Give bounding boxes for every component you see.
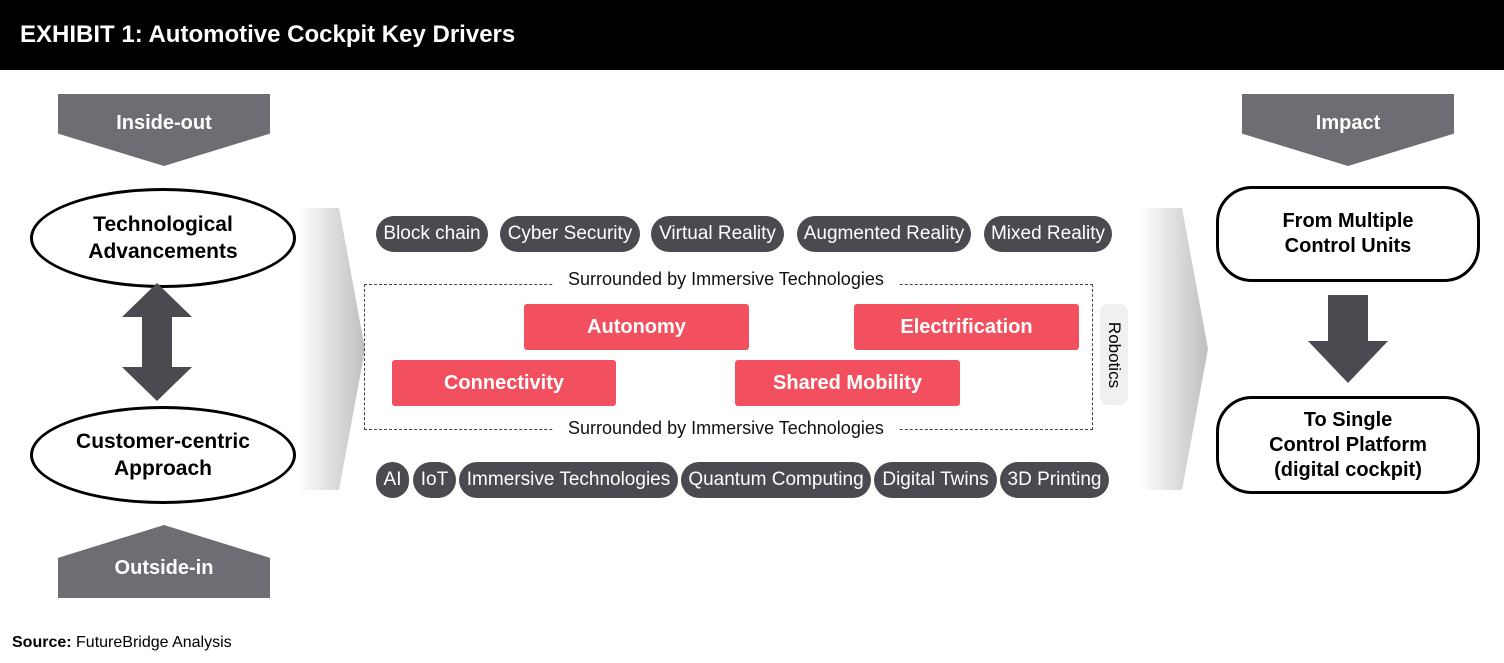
pill-augmented-reality: Augmented Reality [797,216,971,252]
pill-immersive-technologies: Immersive Technologies [459,462,678,498]
surround-label-top: Surrounded by Immersive Technologies [554,269,898,290]
to-box-line-1: To Single [1303,408,1393,431]
down-arrow-icon [1308,295,1388,383]
technological-advancements-ellipse: Technological Advancements [30,188,296,288]
from-multiple-control-units-box: From Multiple Control Units [1216,186,1480,282]
from-box-line-1: From Multiple [1282,210,1414,232]
source-note: Source: FutureBridge Analysis [12,634,232,652]
pill-iot: IoT [413,462,456,498]
pill-quantum-computing: Quantum Computing [681,462,871,498]
pill-ai: AI [376,462,409,498]
pill-digital-twins: Digital Twins [874,462,997,498]
impact-chevron: Impact [1242,94,1454,166]
ellipse-bottom-line-1: Customer-centric [76,430,250,453]
driver-autonomy: Autonomy [524,304,749,350]
impact-label: Impact [1315,111,1381,134]
to-box-line-3: (digital cockpit) [1274,458,1422,481]
pill-cyber-security: Cyber Security [500,216,640,252]
inside-out-label: Inside-out [116,111,212,134]
customer-centric-ellipse: Customer-centric Approach [30,406,296,504]
driver-connectivity: Connectivity [392,360,616,406]
pill-mixed-reality: Mixed Reality [984,216,1112,252]
left-flow-chevron [297,208,365,490]
source-label: Source: [12,634,72,651]
pill-block-chain: Block chain [376,216,488,252]
robotics-label-box: Robotics [1100,304,1128,405]
outside-in-chevron: Outside-in [58,525,270,598]
double-arrow-icon [122,283,192,401]
outside-in-label: Outside-in [114,557,214,579]
pill-3d-printing: 3D Printing [1000,462,1109,498]
ellipse-bottom-line-2: Approach [113,457,212,480]
exhibit-title: EXHIBIT 1: Automotive Cockpit Key Driver… [0,0,1504,70]
driver-electrification: Electrification [854,304,1079,350]
robotics-label: Robotics [1105,321,1125,388]
ellipse-top-line-1: Technological [93,213,233,236]
pill-virtual-reality: Virtual Reality [651,216,784,252]
from-box-line-2: Control Units [1284,235,1412,257]
surround-label-bottom: Surrounded by Immersive Technologies [554,418,898,439]
source-text: FutureBridge Analysis [76,634,232,651]
to-single-control-platform-box: To Single Control Platform (digital cock… [1216,396,1480,494]
right-flow-chevron [1140,208,1208,490]
inside-out-chevron: Inside-out [58,94,270,166]
ellipse-top-line-2: Advancements [88,240,238,263]
driver-shared-mobility: Shared Mobility [735,360,960,406]
to-box-line-2: Control Platform [1269,433,1427,456]
